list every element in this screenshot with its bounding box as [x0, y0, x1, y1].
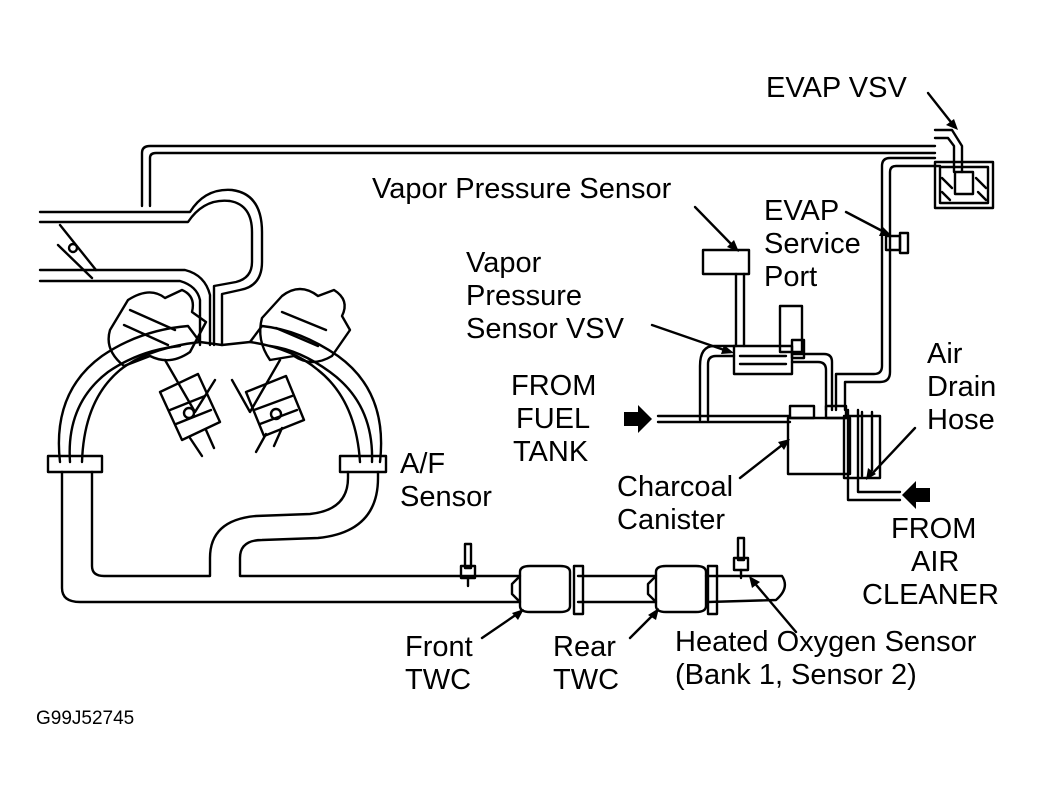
leader-arrowhead [749, 576, 760, 588]
purge-line [140, 144, 937, 208]
evap-vsv-valve [933, 128, 995, 210]
evap-service-port-label-line-1: EVAP [764, 195, 840, 227]
af-sensor-label-line-1: A/F [400, 448, 446, 480]
engine-block [57, 287, 383, 464]
intake-manifold [38, 188, 264, 347]
heated-oxygen-sensor-label-line-1: Heated Oxygen Sensor [675, 626, 977, 658]
vapor-pressure-sensor-vsv-body [732, 304, 806, 376]
rear-twc-body [646, 564, 708, 614]
evap-service-port-label-line-3: Port [764, 261, 818, 293]
evap-service-port-label-line-2: Service [764, 228, 861, 260]
exhaust-system [46, 454, 787, 604]
evap-vsv-label: EVAP VSV [766, 72, 907, 104]
left-exhaust-flange [46, 454, 104, 474]
canister-to-vsv-line [698, 344, 834, 422]
from-air-cleaner-label-line-3: CLEANER [862, 579, 999, 611]
front-twc-label-line-2: TWC [405, 664, 472, 696]
vapor-pressure-sensor-label: Vapor Pressure Sensor [372, 173, 672, 205]
rear-twc-label-line-2: TWC [553, 664, 620, 696]
right-cylinder-head [259, 287, 352, 364]
air-drain-hose-label-line-3: Hose [927, 404, 995, 436]
leader-arrowhead [727, 240, 739, 252]
leader-arrowhead [778, 439, 790, 450]
from-air-cleaner-label-line-2: AIR [911, 546, 960, 578]
charcoal-canister-label-line-2: Canister [617, 504, 725, 536]
vsv-to-canister-line [834, 156, 942, 412]
fuel-tank-line [656, 414, 792, 424]
vapor-pressure-sensor-vsv-label-line-2: Pressure [466, 280, 583, 312]
rear-twc-label-line-1: Rear [553, 631, 616, 663]
af-sensor-label-line-2: Sensor [400, 481, 492, 513]
leader-arrowhead [721, 345, 734, 354]
from-fuel-tank-label-line-2: FUEL [516, 403, 591, 435]
leader-arrowhead [512, 609, 524, 620]
front-twc-body [510, 564, 572, 614]
leader-arrowhead [946, 119, 958, 130]
front-twc-label-line-1: Front [405, 631, 473, 663]
fuel-tank-flow-arrow [624, 405, 652, 433]
air-drain-hose-label-line-1: Air [927, 338, 963, 370]
leader-arrowhead [648, 608, 659, 620]
charcoal-canister-body [786, 404, 902, 502]
figure-code: G99J52745 [36, 708, 135, 729]
charcoal-canister-label-line-1: Charcoal [617, 471, 734, 503]
vapor-pressure-sensor-vsv-label-line-3: Sensor VSV [466, 313, 624, 345]
air-drain-hose-label-line-2: Drain [927, 371, 997, 403]
evap-service-port-fitting [884, 231, 910, 255]
vapor-pressure-sensor-vsv-label-line-1: Vapor [466, 247, 542, 279]
heated-oxygen-sensor-probe [732, 536, 750, 580]
af-sensor-probe [459, 542, 477, 588]
vapor-pressure-sensor-body [701, 248, 751, 276]
from-air-cleaner-label-line-1: FROM [891, 513, 977, 545]
left-piston [158, 372, 222, 458]
leader-arrowhead [879, 227, 892, 236]
right-piston [244, 374, 306, 454]
from-fuel-tank-label-line-3: TANK [513, 436, 589, 468]
heated-oxygen-sensor-label-line-2: (Bank 1, Sensor 2) [675, 659, 917, 691]
leader-arrowhead [866, 468, 876, 480]
rear-twc-flange [706, 564, 719, 616]
right-exhaust-flange [338, 454, 388, 474]
left-cylinder-head [107, 288, 208, 368]
front-twc-flange [572, 564, 585, 616]
from-fuel-tank-label-line-1: FROM [511, 370, 597, 402]
air-cleaner-flow-arrow [902, 481, 930, 509]
